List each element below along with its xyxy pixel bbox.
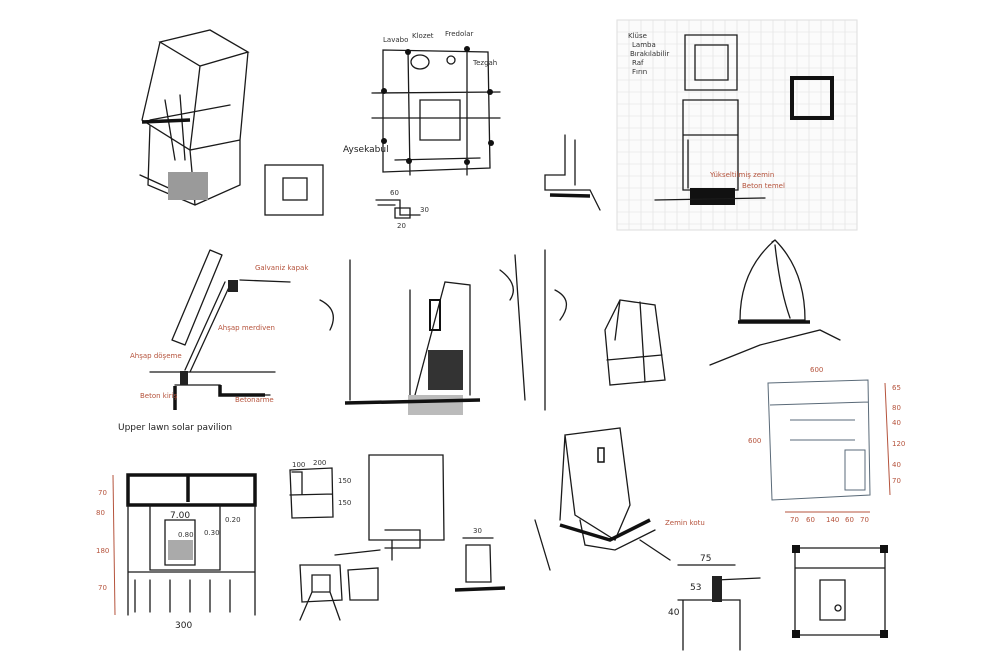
shaded-floor [168, 172, 208, 200]
interior-plan-sketch: 600 600 65 80 40 120 40 70 70 60 140 60 … [748, 366, 905, 524]
elevation-dim: 70 [98, 584, 107, 592]
grid-red-note: Yükseltilmiş zemin [709, 171, 774, 179]
grid-note: Bırakılabilir [630, 50, 669, 58]
label-side: Aysekabul [343, 145, 389, 155]
plan-dim-left: 600 [748, 437, 761, 445]
section-caption: Upper lawn solar pavilion [118, 423, 232, 433]
solar-pavilion-section: Galvaniz kapak Ahşap merdiven Ahşap döşe… [118, 249, 309, 433]
elevation-dim: 180 [96, 547, 109, 555]
a-frame-section-sketch [709, 239, 841, 366]
elevation-inner-dim: 0.20 [225, 516, 241, 524]
plan-dim-bottom: 140 [826, 516, 839, 524]
plan-dim-bottom: 70 [860, 516, 869, 524]
wall-cap-detail-sketch: 75 53 40 [668, 554, 761, 651]
section-note: Betonarme [235, 396, 274, 404]
detail-dim: 20 [397, 222, 406, 230]
front-elevation-sketch: 70 80 180 70 300 7.00 0.80 0.30 0.20 [96, 473, 257, 631]
detail-dim: 75 [700, 554, 711, 564]
grid-note: Fırın [632, 68, 647, 76]
tower-perspective-sketch: Zemin kotu [534, 427, 705, 571]
plan-dim-right: 80 [892, 404, 901, 412]
small-axonometric-sketch [604, 299, 666, 386]
elevation-inner-dim: 0.30 [204, 529, 220, 537]
plan-dim-bottom: 60 [845, 516, 854, 524]
detail-dim: 30 [420, 206, 429, 214]
grid-note: Klüse [628, 32, 647, 40]
grid-note: Raf [632, 59, 644, 67]
small-plan-sketch: 100 200 150 150 30 [289, 454, 506, 621]
small-plan-dim: 150 [338, 477, 351, 485]
plan-dim-right: 40 [892, 419, 901, 427]
label-tezgah: Tezgah [472, 59, 497, 67]
elevation-dim: 80 [96, 509, 105, 517]
elevation-dim-bottom: 300 [175, 621, 192, 631]
plan-dim-top: 600 [810, 366, 823, 374]
section-note: Ahşap merdiven [218, 324, 275, 332]
floor-plan-sketch: Lavabo Klozet Fredolar Tezgah Aysekabul … [343, 30, 501, 230]
plan-dim-bottom: 60 [806, 516, 815, 524]
small-plan-dim: 200 [313, 459, 326, 467]
section-note: Beton kiriş [140, 392, 178, 400]
grid-paper-sheet: Klüse Lamba Bırakılabilir Raf Fırın Yüks… [616, 19, 858, 231]
grid-note: Lamba [632, 41, 656, 49]
small-section-dim: 30 [473, 527, 482, 535]
plan-dim-right: 70 [892, 477, 901, 485]
section-note: Galvaniz kapak [255, 264, 309, 272]
elevation-inner-dim: 0.80 [178, 531, 194, 539]
plan-dim-right: 40 [892, 461, 901, 469]
plan-dim-right: 65 [892, 384, 901, 392]
tower-note: Zemin kotu [665, 519, 705, 527]
label-lavabo: Lavabo [383, 36, 408, 44]
elevation-inner-dim: 7.00 [170, 511, 190, 521]
label-fredolar: Fredolar [445, 30, 474, 38]
detail-dim: 53 [690, 583, 701, 593]
detail-dim: 40 [668, 608, 680, 618]
grid-red-note: Beton temel [742, 182, 785, 190]
label-klozet: Klozet [412, 32, 434, 40]
elevation-dim: 70 [98, 489, 107, 497]
small-window-sketch [264, 164, 324, 216]
detail-dim: 60 [390, 189, 399, 197]
wall-detail-sketch [544, 134, 601, 211]
axonometric-frame-sketch [139, 29, 250, 206]
section-note: Ahşap döşeme [130, 352, 182, 360]
corner-column-plan-sketch [792, 545, 888, 638]
small-plan-dim: 150 [338, 499, 351, 507]
plan-dim-bottom: 70 [790, 516, 799, 524]
plan-dim-right: 120 [892, 440, 905, 448]
pavilion-perspective-sketch [319, 249, 567, 415]
small-plan-dim: 100 [292, 461, 305, 469]
